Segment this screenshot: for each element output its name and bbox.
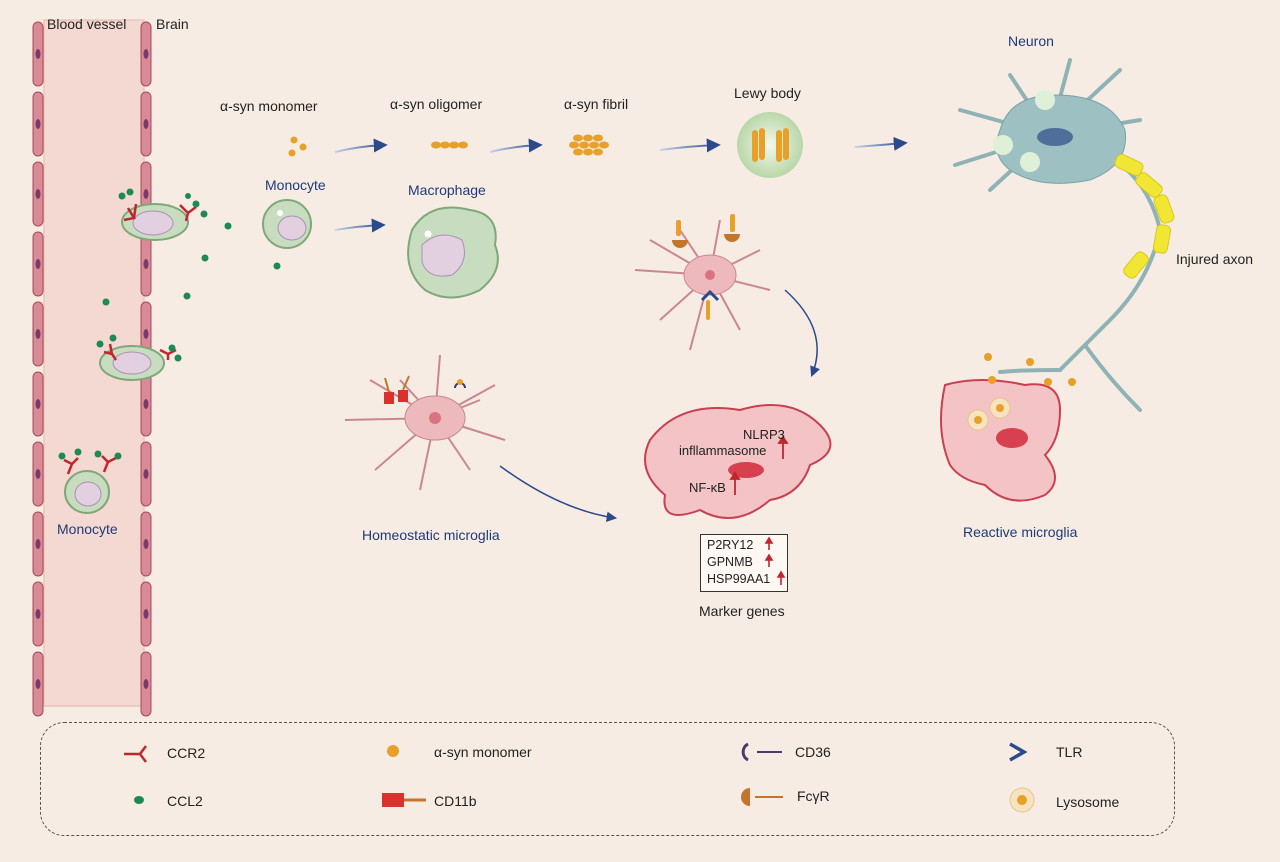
marker-gene: GPNMB xyxy=(707,555,753,569)
lysosome-icon xyxy=(1009,787,1035,813)
alpha-syn-monomer-shape xyxy=(288,136,307,157)
legend-tlr: TLR xyxy=(1056,744,1083,760)
cd36-icon xyxy=(741,742,782,762)
vessel-wall-nucleus xyxy=(143,329,149,339)
lewy-body-shape xyxy=(737,112,803,178)
label-injured-axon: Injured axon xyxy=(1176,251,1254,267)
fcgr-receptor xyxy=(672,240,688,248)
label-monocyte-brain: Monocyte xyxy=(265,177,326,193)
reactive-lysosomes xyxy=(967,397,1011,431)
arrow-homeostatic-to-activated xyxy=(499,465,618,522)
vessel-wall-nucleus xyxy=(143,609,149,619)
arrow-to-activated xyxy=(784,289,820,377)
alpha-syn-oligomer-shape xyxy=(431,141,468,149)
label-monomer: α-syn monomer xyxy=(220,98,318,114)
vessel-wall-nucleus xyxy=(35,329,41,339)
tlr-receptor xyxy=(700,289,720,302)
label-marker-genes: Marker genes xyxy=(699,603,785,619)
marker-genes-box: P2RY12 GPNMB HSP99AA1 xyxy=(700,534,788,592)
fcgr-receptor-2 xyxy=(724,234,740,242)
activated-microglia-shape xyxy=(644,404,832,519)
legend-cd11b: CD11b xyxy=(434,793,477,809)
legend-monomer: α-syn monomer xyxy=(434,744,532,760)
vessel-wall-nucleus xyxy=(35,259,41,269)
reactive-nucleus xyxy=(996,428,1028,448)
macrophage-shape xyxy=(407,206,499,299)
microglia-receptor-shape xyxy=(634,219,771,351)
vessel-wall-nucleus xyxy=(35,49,41,59)
label-brain: Brain xyxy=(156,16,189,32)
label-reactive: Reactive microglia xyxy=(963,524,1078,540)
marker-gene: P2RY12 xyxy=(707,538,754,552)
marker-gene: HSP99AA1 xyxy=(707,572,771,586)
vessel-wall-nucleus xyxy=(35,399,41,409)
label-oligomer: α-syn oligomer xyxy=(390,96,483,112)
alpha-syn-fibril-shape xyxy=(569,134,609,156)
monomer-icon xyxy=(387,745,399,757)
tlr-icon xyxy=(1009,742,1028,762)
neuron-nucleus xyxy=(1037,128,1073,146)
label-blood-vessel: Blood vessel xyxy=(47,16,127,32)
vessel-wall-nucleus xyxy=(35,609,41,619)
label-homeostatic: Homeostatic microglia xyxy=(362,527,500,543)
label-nlrp3: NLRP3 xyxy=(743,427,785,442)
vessel-wall-nucleus xyxy=(143,189,149,199)
flow-arrows xyxy=(334,136,908,233)
legend-cd36: CD36 xyxy=(795,744,831,760)
fcgr-icon xyxy=(741,788,783,806)
cd11b-receptors xyxy=(384,375,410,404)
vessel-wall-nucleus xyxy=(35,189,41,199)
homeostatic-nucleus xyxy=(429,412,441,424)
vessel-wall-nucleus xyxy=(35,679,41,689)
vessel-wall-nucleus xyxy=(143,259,149,269)
myelin-sheath xyxy=(1114,153,1175,279)
vessel-wall-nucleus xyxy=(143,119,149,129)
label-macrophage: Macrophage xyxy=(408,182,486,198)
legend-ccr2: CCR2 xyxy=(167,745,206,761)
cd11b-icon xyxy=(382,793,426,807)
vessel-wall-nucleus xyxy=(143,679,149,689)
fibrils-bound xyxy=(676,214,735,320)
vessel-wall-nucleus xyxy=(35,539,41,549)
label-nfkb: NF-κB xyxy=(689,480,726,495)
vessel-wall xyxy=(32,21,152,717)
vessel-wall-nucleus xyxy=(143,399,149,409)
legend-box xyxy=(40,722,1175,836)
label-fibril: α-syn fibril xyxy=(564,96,629,112)
legend-ccl2: CCL2 xyxy=(167,793,203,809)
vessel-wall-nucleus xyxy=(35,119,41,129)
ccr2-icon xyxy=(124,745,147,763)
activated-nucleus xyxy=(728,462,764,478)
released-alpha-syn xyxy=(984,353,1076,386)
monomer-bound xyxy=(457,379,463,385)
monocyte-in-vessel xyxy=(58,448,122,514)
marker-up-arrows xyxy=(764,536,786,585)
vessel-wall-nucleus xyxy=(35,469,41,479)
vessel-wall-nucleus xyxy=(143,469,149,479)
legend-lysosome: Lysosome xyxy=(1056,794,1120,810)
migrating-monocyte-2 xyxy=(96,334,182,381)
up-arrows-activated xyxy=(729,435,789,495)
migrating-monocyte-1 xyxy=(118,188,208,241)
label-monocyte-vessel: Monocyte xyxy=(57,521,118,537)
free-ccl2 xyxy=(102,222,281,306)
legend-fcgr: FcγR xyxy=(797,788,830,804)
label-inflammasome: infllammasome xyxy=(679,443,767,458)
microglia-receptor-nucleus xyxy=(705,270,715,280)
ccl2-icon xyxy=(134,796,144,804)
vessel-wall-nucleus xyxy=(143,49,149,59)
vessel-wall-nucleus xyxy=(143,539,149,549)
monocyte-brain xyxy=(262,199,312,249)
neuron-lewy-bodies xyxy=(993,90,1055,172)
label-lewy-body: Lewy body xyxy=(734,85,801,101)
label-neuron: Neuron xyxy=(1008,33,1054,49)
